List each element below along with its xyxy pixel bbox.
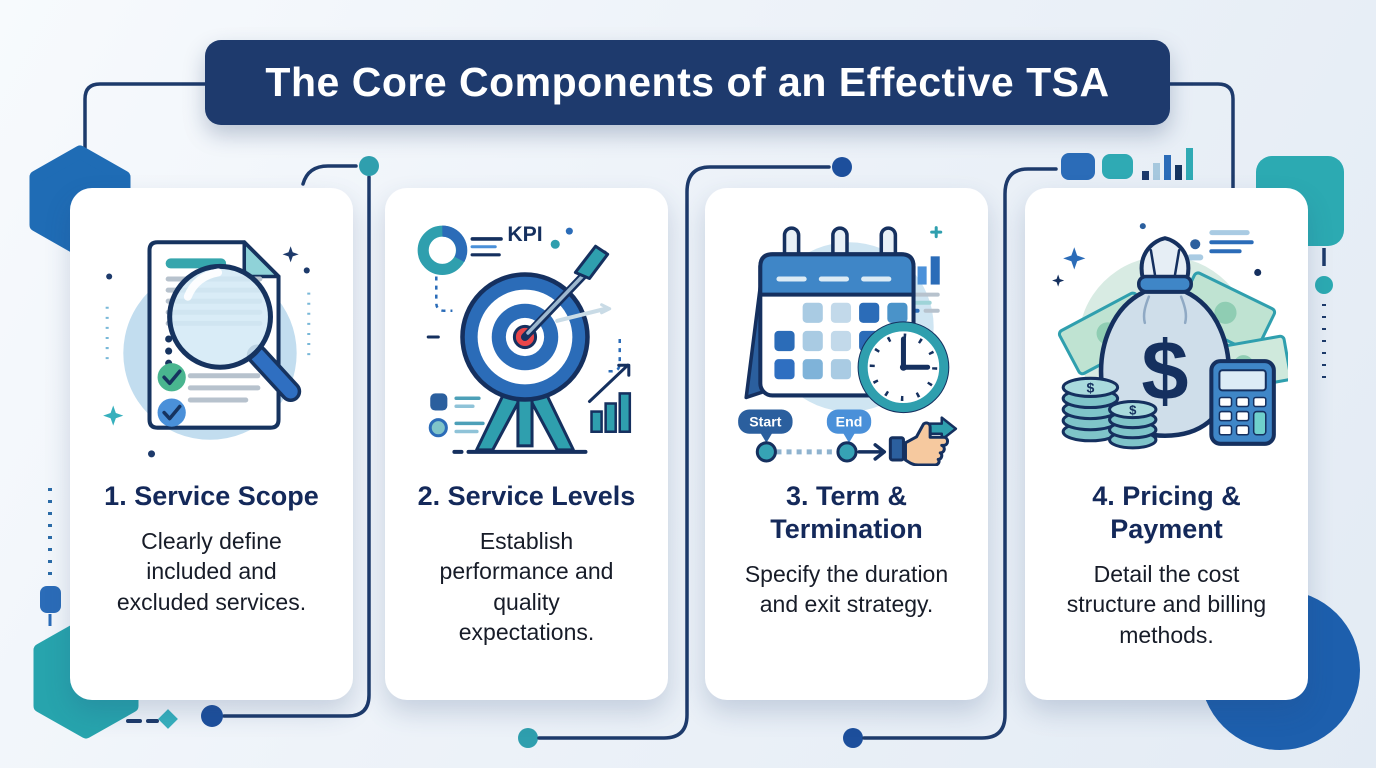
card-description: Clearly define included and excluded ser…	[116, 527, 307, 615]
end-label: End	[835, 414, 862, 430]
coin-dollar-sign: $	[1086, 379, 1094, 395]
navy-node-dot	[843, 728, 863, 748]
card-description: Specify the duration and exit strategy.	[744, 560, 949, 618]
coin-stack-left: $	[1061, 376, 1119, 443]
dollar-sign: $	[1141, 322, 1188, 417]
start-label: Start	[749, 414, 781, 430]
mini-bar-chart-icon	[1142, 148, 1193, 180]
connector-1-side	[222, 175, 371, 718]
timeline	[755, 441, 886, 463]
calendar-shape	[743, 226, 916, 400]
page-title: The Core Components of an Effective TSA	[265, 59, 1110, 105]
thumbs-up-icon	[888, 416, 957, 466]
calendar-clock-icon: Start End	[737, 226, 957, 466]
start-badge: Start	[737, 409, 793, 443]
target-arrow-icon: KPI	[417, 223, 631, 454]
sparkle-icon	[1062, 247, 1085, 270]
sparkle-icon	[1051, 274, 1064, 287]
card-title: 4. Pricing & Payment	[1092, 481, 1241, 544]
money-bag-icon: $ $ $	[1051, 223, 1288, 450]
teal-node-dot	[518, 728, 538, 748]
coin-stack-right: $	[1107, 399, 1157, 450]
connector-3-line	[862, 167, 1058, 740]
checklist-items	[428, 393, 485, 438]
end-badge: End	[826, 409, 871, 443]
blue-chip-shape	[1061, 153, 1095, 180]
contact-lines	[1186, 230, 1254, 261]
title-right-connector-line	[1168, 82, 1235, 206]
card-service-scope: 1. Service Scope Clearly define included…	[70, 188, 353, 700]
growth-bar-chart-icon	[587, 363, 631, 433]
title-banner: The Core Components of an Effective TSA	[205, 40, 1170, 125]
title-left-connector-line	[83, 82, 208, 152]
card-term-termination: Start End 3. Term & Termination Specify	[705, 188, 988, 700]
sparkle-icon	[102, 405, 123, 426]
navy-node-dot	[832, 157, 852, 177]
tripod-legs	[474, 385, 575, 452]
donut-chart-icon	[417, 225, 467, 275]
sparkle-icon	[282, 246, 299, 263]
document-magnifier-icon	[102, 240, 310, 458]
teal-chip-shape	[1102, 154, 1133, 179]
clock-icon	[857, 321, 949, 414]
blue-node-dot	[201, 705, 223, 727]
blue-check-icon	[157, 398, 186, 427]
green-check-icon	[157, 363, 186, 392]
teal-dot	[1315, 276, 1333, 294]
card-description: Establish performance and quality expect…	[439, 527, 614, 646]
connector-1-top	[301, 164, 358, 186]
money-bag-shape: $	[1098, 236, 1231, 439]
card-description: Detail the cost structure and billing me…	[1066, 560, 1267, 648]
arrow-in-bullseye	[520, 244, 609, 342]
teal-diamond	[158, 709, 178, 729]
teal-node-dot	[359, 156, 379, 176]
coin-dollar-sign: $	[1129, 403, 1137, 418]
calculator-icon	[1208, 359, 1276, 446]
kpi-label: KPI	[507, 223, 542, 246]
card-title: 2. Service Levels	[417, 481, 636, 511]
magnifier-icon	[166, 263, 301, 402]
card-pricing-payment: $ $ $	[1025, 188, 1308, 700]
card-title: 3. Term & Termination	[770, 481, 923, 544]
blue-square-shape-left	[40, 586, 61, 613]
connector-2-line	[537, 165, 831, 740]
card-service-levels: KPI	[385, 188, 668, 700]
card-title: 1. Service Scope	[104, 481, 319, 511]
